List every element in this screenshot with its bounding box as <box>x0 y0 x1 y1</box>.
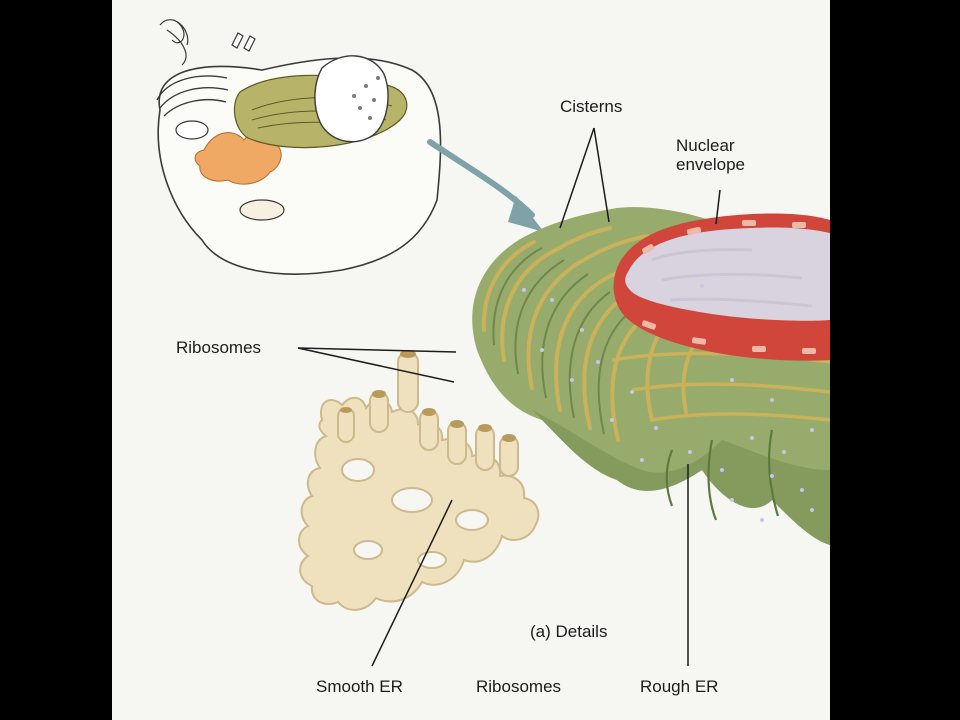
label-smooth-er: Smooth ER <box>316 677 403 696</box>
mitochondrion-sketch <box>175 120 209 140</box>
label-nuclear-envelope-line2: envelope <box>676 155 746 174</box>
label-nuclear-envelope-line1: Nuclear <box>676 136 735 155</box>
leader-cisterns-2 <box>593 127 610 223</box>
smooth-er <box>298 350 540 611</box>
leader-nuclear-envelope <box>715 189 721 225</box>
rough-er-folds-front <box>665 429 780 521</box>
leader-smooth-er <box>371 499 453 667</box>
label-ribosomes-left: Ribosomes <box>176 338 262 357</box>
er-illustration <box>156 19 830 667</box>
label-rough-er: Rough ER <box>640 677 719 696</box>
golgi-lines <box>156 75 229 117</box>
leader-cisterns-1 <box>559 127 595 229</box>
leader-lines <box>297 127 721 667</box>
label-ribosomes-bottom: Ribosomes <box>476 677 562 696</box>
mitochondrion-sketch <box>239 199 285 221</box>
label-nuclear-envelope: Nuclear envelope <box>676 136 786 174</box>
nucleoplasm-texture <box>651 247 813 308</box>
nuclear-pores <box>641 220 816 354</box>
cilium-lines <box>159 19 189 66</box>
nucleus-sketch <box>314 55 389 143</box>
highlighted-smooth-er <box>194 130 282 185</box>
smooth-er-openings <box>340 350 516 442</box>
nucleus-pores <box>352 76 380 120</box>
cistern-lumen-lines <box>492 247 633 435</box>
inset-pointer-arrowhead <box>508 196 544 232</box>
figure-page: Cisterns Nuclear envelope Ribosomes (a) … <box>112 0 830 720</box>
caption-details: (a) Details <box>530 622 608 641</box>
nucleus <box>613 213 830 361</box>
ribosome-dots <box>522 284 814 522</box>
leader-ribosomes-2 <box>297 347 455 383</box>
leader-ribosomes-1 <box>297 347 457 353</box>
smooth-er-holes <box>341 458 489 569</box>
label-cisterns: Cisterns <box>560 97 623 116</box>
centrioles <box>231 32 256 52</box>
cell-overview-inset <box>156 19 544 275</box>
rough-er-front-shading <box>532 410 830 545</box>
